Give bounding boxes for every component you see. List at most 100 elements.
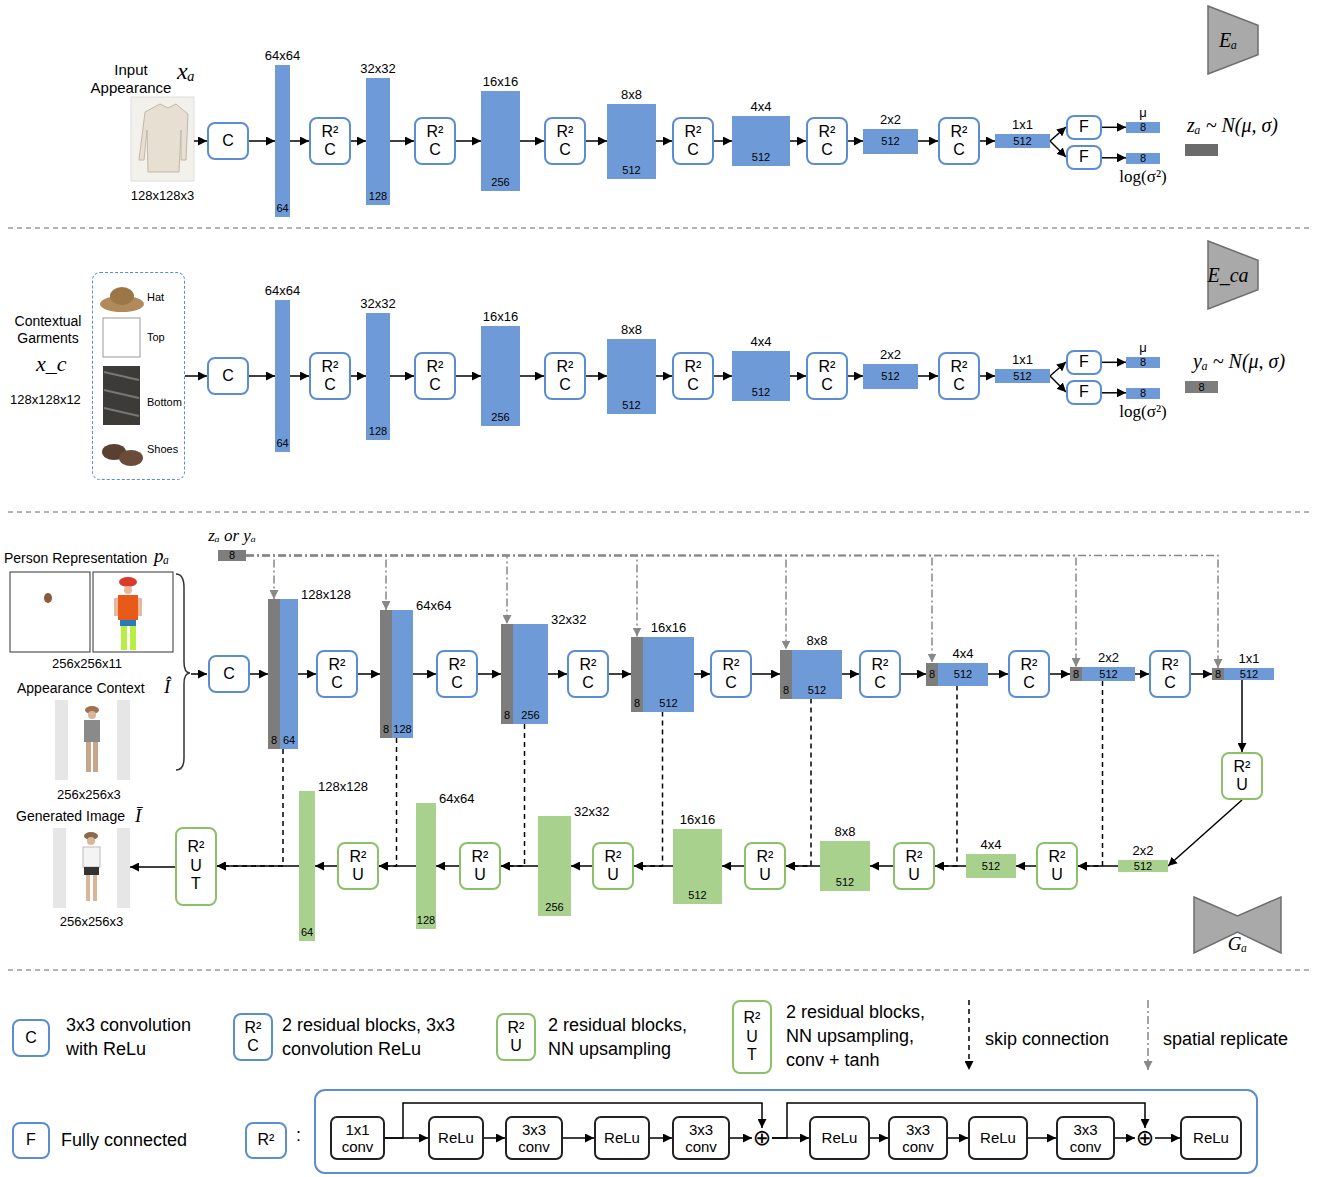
decoder-feature-map: 4x4512 <box>966 854 1016 878</box>
feature-map: 1x1512 <box>995 134 1050 148</box>
map-size-number: 128 <box>369 425 387 437</box>
person-representation-images <box>93 572 173 652</box>
feature-map: 8x8512 <box>607 339 656 414</box>
operation-label: F <box>1079 148 1089 166</box>
map-resolution-label: 16x16 <box>483 309 518 324</box>
garment-images <box>103 318 140 357</box>
map-resolution-label: 8x8 <box>807 633 828 648</box>
map-resolution-label: 4x4 <box>981 837 1002 852</box>
variance-label: log(σ²) <box>1119 402 1166 421</box>
connector <box>656 140 672 142</box>
map-size-number: 512 <box>1240 668 1258 680</box>
legend-text: Fully connected <box>61 1128 187 1152</box>
connector <box>988 673 1008 675</box>
operation-label: R² C <box>685 358 702 395</box>
connector <box>520 375 544 377</box>
connector <box>1050 673 1070 675</box>
map-resolution-label: 16x16 <box>483 74 518 89</box>
connector <box>901 673 926 675</box>
operation-label: F <box>26 1131 36 1149</box>
connector <box>456 140 481 142</box>
generated-image <box>84 867 99 875</box>
skip-connection <box>935 686 957 867</box>
garment-label: Top <box>147 331 165 344</box>
connector <box>456 375 481 377</box>
map-size-number: 8 <box>1140 122 1146 133</box>
upsampling-box: R² U <box>496 1013 536 1061</box>
operation-box: R² C <box>414 117 456 165</box>
layer-box: ReLu <box>1180 1116 1242 1160</box>
operation-label: R² U <box>1049 848 1066 885</box>
operation-label: R² C <box>329 656 346 693</box>
latent-vector <box>1185 144 1218 156</box>
legend-text: spatial replicate <box>1163 1027 1288 1051</box>
map-resolution-label: 8x8 <box>621 87 642 102</box>
feature-map: 4x4512 <box>732 116 790 166</box>
connector <box>571 865 592 867</box>
feature-map: 8x8512 <box>607 104 656 179</box>
operation-label: 1x1 conv <box>342 1121 374 1156</box>
skip-connection <box>1078 681 1103 866</box>
connector <box>842 673 859 675</box>
operation-label: R² U T <box>188 838 205 893</box>
shape-outline <box>1194 897 1281 953</box>
connector <box>351 140 366 142</box>
generator-name: Gₐ <box>1228 934 1247 954</box>
section-separator <box>8 512 1310 513</box>
feature-map: 16x16256 <box>481 91 520 191</box>
connector <box>586 375 607 377</box>
operation-label: R² U <box>350 848 367 885</box>
section-separator <box>8 228 1310 229</box>
person-representation-images <box>138 598 142 616</box>
annotation-label: 256x256x11 <box>52 656 122 671</box>
encoder-symbol: E_ca <box>1207 240 1259 310</box>
connector <box>714 140 732 142</box>
map-resolution-label: 32x32 <box>574 804 609 819</box>
operation-box: R² C <box>859 650 901 698</box>
map-size-number: 64 <box>301 926 313 938</box>
map-resolution-label: 128x128 <box>318 779 368 794</box>
map-size-number: 512 <box>752 151 770 163</box>
map-size-number: 256 <box>491 176 509 188</box>
connector <box>298 673 316 675</box>
sum-node: ⊕ <box>1135 1128 1155 1148</box>
map-resolution-label: 32x32 <box>360 61 395 76</box>
operation-box: F <box>1066 350 1102 375</box>
encoder-name: E_ca <box>1207 264 1258 287</box>
operation-box: C <box>208 655 250 693</box>
feature-map: 4x4512 <box>732 351 790 401</box>
operation-box: R² C <box>544 352 586 400</box>
connector <box>1135 673 1149 675</box>
operation-box: R² C <box>309 117 351 165</box>
section-separator <box>8 970 1310 971</box>
operation-label: C <box>25 1029 37 1047</box>
upsampling-box: R² U <box>337 842 379 890</box>
encoder-feature-map: 32x328256 <box>501 624 548 724</box>
person-representation-images <box>44 593 52 603</box>
connector <box>1115 1137 1135 1139</box>
person-representation-images <box>120 620 136 626</box>
skip-connection <box>501 724 525 866</box>
connector <box>790 140 806 142</box>
generated-image <box>53 828 130 908</box>
layer-box: 1x1 conv <box>330 1116 385 1160</box>
sum-symbol: ⊕ <box>1136 1128 1154 1148</box>
connector <box>790 375 806 377</box>
appearance-context-image <box>88 711 96 719</box>
map-resolution-label: 2x2 <box>1133 843 1154 858</box>
operation-box: F <box>1066 380 1102 405</box>
spatial-replicate <box>246 556 932 663</box>
map-size-number: 512 <box>881 135 899 147</box>
map-size-number: 8 <box>271 734 277 746</box>
operation-label: R² U <box>906 848 923 885</box>
map-resolution-label: 64x64 <box>416 598 451 613</box>
encoder-feature-map: 1x18512 <box>1212 668 1274 680</box>
upsampling-box: R² U <box>459 842 501 890</box>
connector <box>1155 1137 1180 1139</box>
operation-label: C <box>222 367 234 385</box>
decoder-feature-map: 16x16512 <box>673 829 722 904</box>
map-resolution-label: 8x8 <box>621 322 642 337</box>
person-representation-images <box>10 572 173 652</box>
operation-box: F <box>1066 115 1102 140</box>
operation-label: R² U <box>605 848 622 885</box>
